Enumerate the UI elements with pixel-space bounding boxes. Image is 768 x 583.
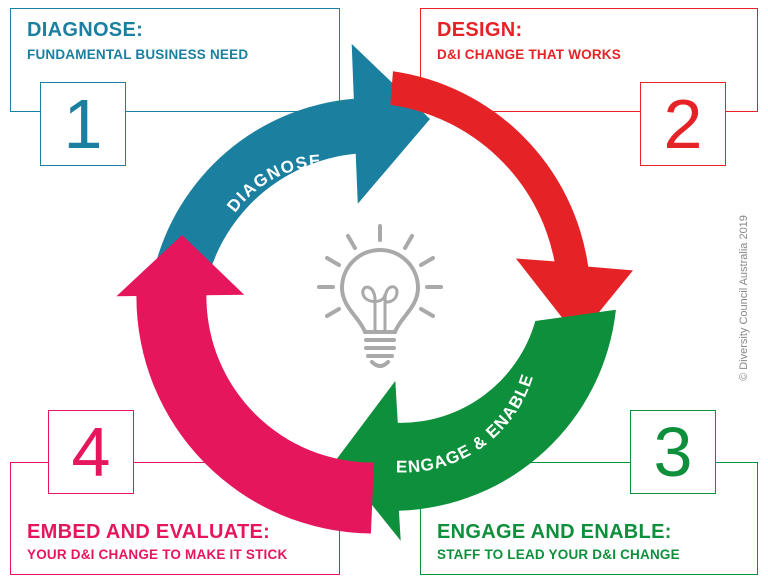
stage-4-number: 4 — [48, 410, 134, 494]
stage-4-title: EMBED AND EVALUATE: — [27, 521, 271, 543]
stage-3-title: ENGAGE AND ENABLE: — [437, 521, 672, 543]
embed-arrow — [116, 235, 375, 534]
stage-2-number: 2 — [640, 82, 726, 166]
lightbulb-icon — [317, 224, 443, 368]
engage-arrow — [336, 309, 616, 541]
diagnose-arrow — [153, 43, 430, 274]
stage-4-subtitle: YOUR D&I CHANGE TO MAKE IT STICK — [27, 547, 288, 562]
stage-1-subtitle: FUNDAMENTAL BUSINESS NEED — [27, 47, 249, 62]
design-arrow — [390, 71, 633, 338]
stage-2-title: DESIGN: — [437, 19, 523, 41]
stage-3-subtitle: STAFF TO LEAD YOUR D&I CHANGE — [437, 547, 680, 562]
copyright-text: © Diversity Council Australia 2019 — [738, 215, 750, 381]
stage-1-title: DIAGNOSE: — [27, 19, 144, 41]
stage-1-number: 1 — [40, 82, 126, 166]
stage-2-subtitle: D&I CHANGE THAT WORKS — [437, 47, 621, 62]
stage-3-number: 3 — [630, 410, 716, 494]
